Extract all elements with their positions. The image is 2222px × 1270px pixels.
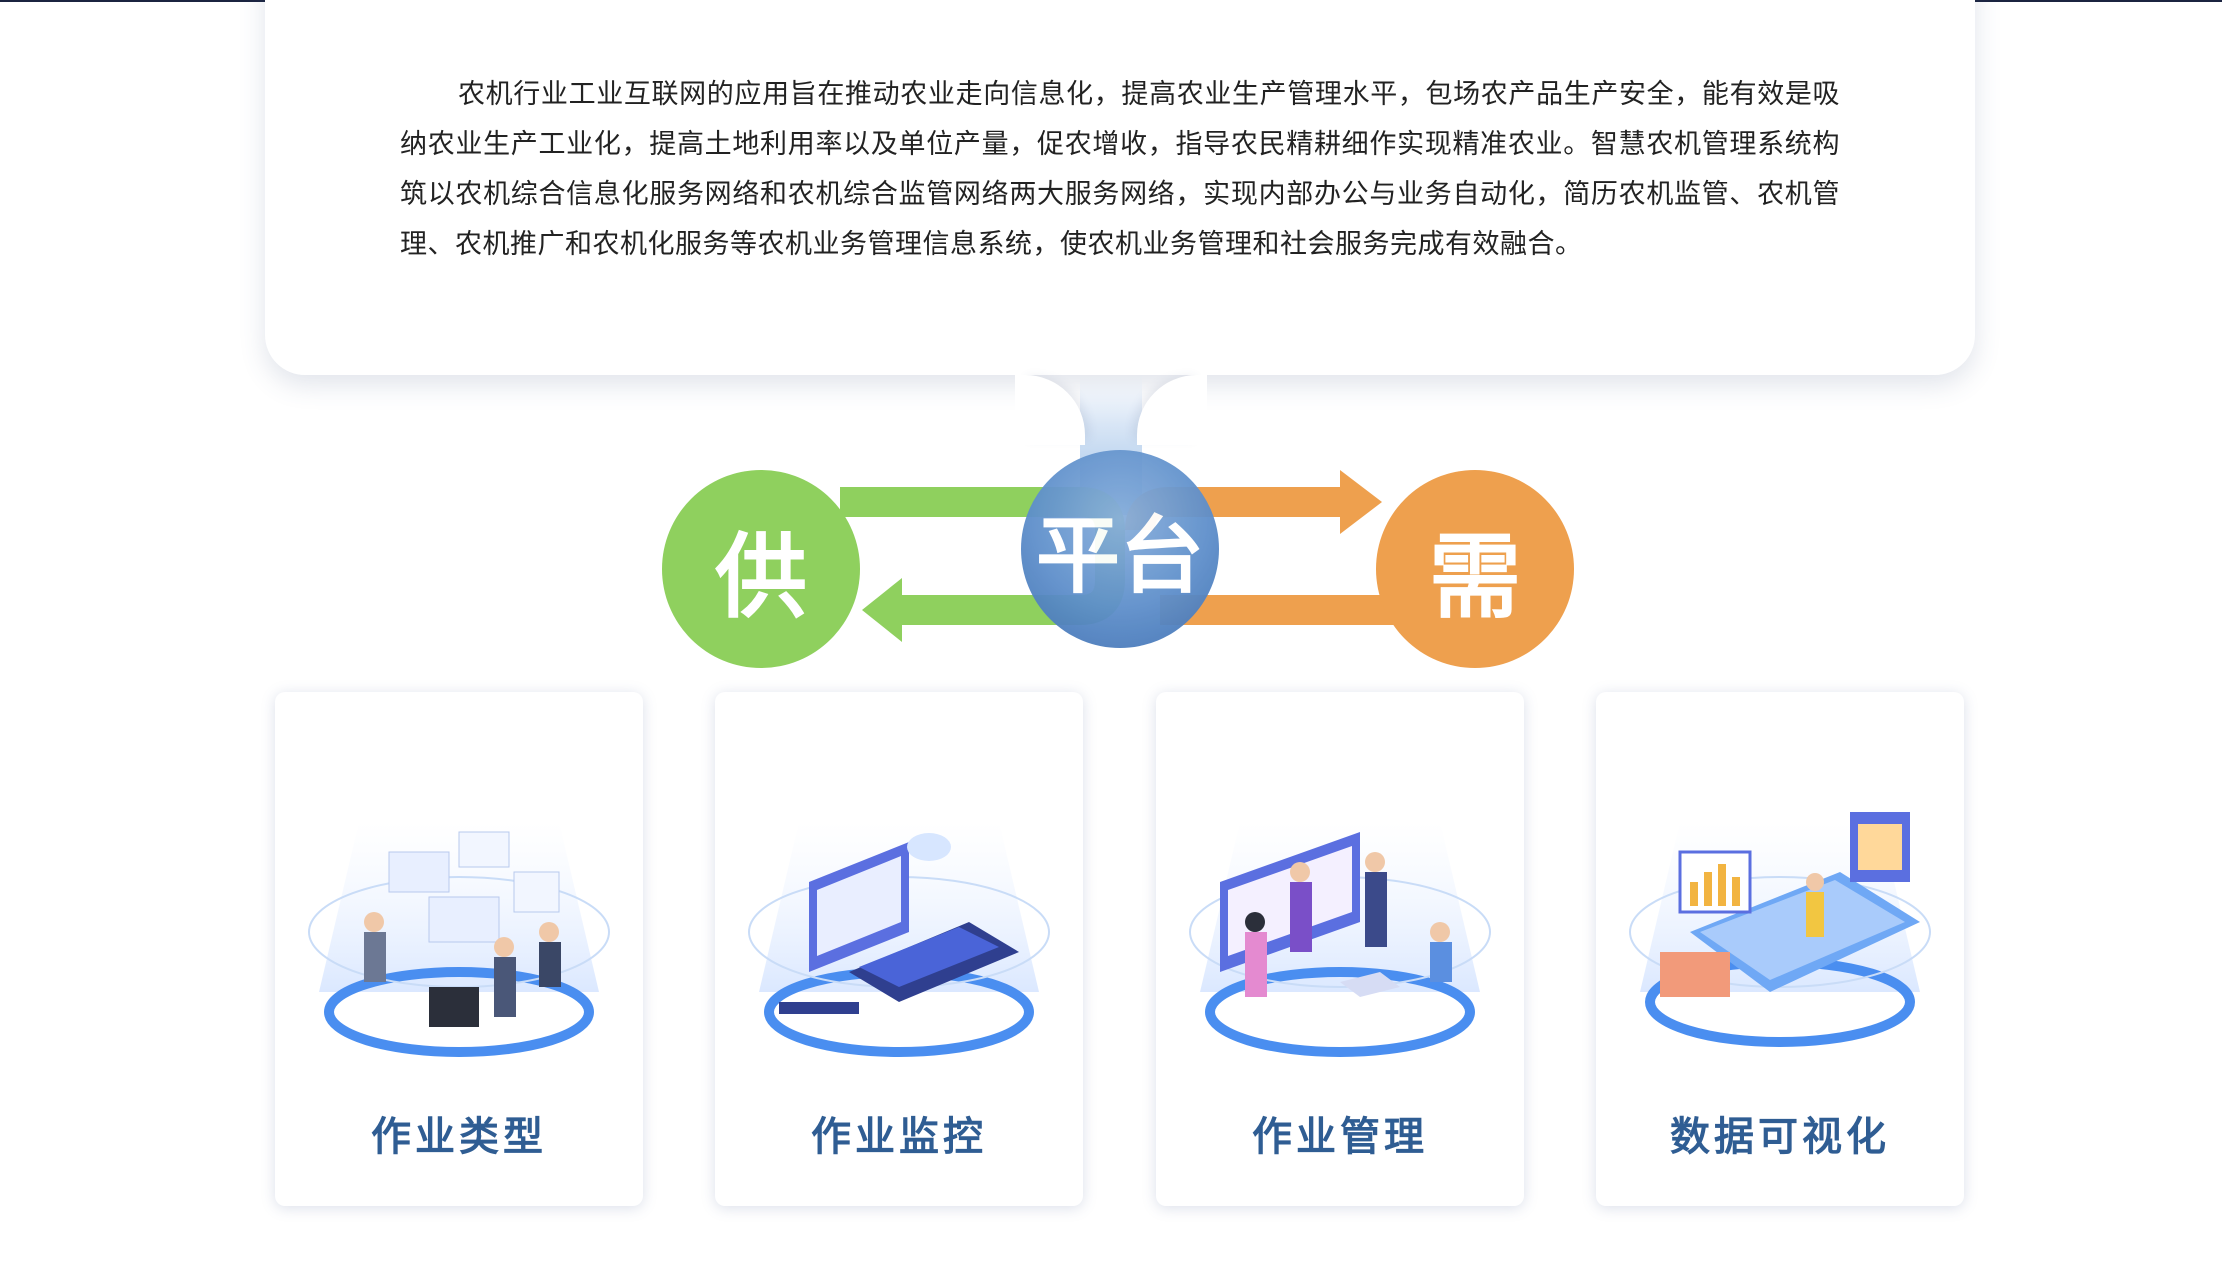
connector-curve-left xyxy=(1015,375,1085,445)
management-screen-illustration-icon xyxy=(1189,822,1491,1057)
feature-label: 数据可视化 xyxy=(1670,1114,1890,1160)
supply-circle: 供 xyxy=(662,470,860,668)
intro-paragraph: 农机行业工业互联网的应用旨在推动农业走向信息化，提高农业生产管理水平，包场农产品… xyxy=(400,79,1840,260)
orange-arrow-head xyxy=(1340,470,1382,534)
green-arrow-head xyxy=(862,578,902,642)
data-visualization-illustration-icon xyxy=(1629,812,1931,1047)
team-dashboard-illustration-icon xyxy=(308,822,610,1057)
feature-card-job-management[interactable]: 作业管理 xyxy=(1156,692,1524,1206)
intro-card xyxy=(265,0,1975,375)
feature-label: 作业管理 xyxy=(1252,1114,1428,1160)
connector-curve-right xyxy=(1137,375,1207,445)
feature-label: 作业类型 xyxy=(371,1114,547,1160)
feature-card-data-visualization[interactable]: 数据可视化 xyxy=(1596,692,1964,1206)
feature-card-job-monitoring[interactable]: 作业监控 xyxy=(715,692,1083,1206)
feature-card-job-types[interactable]: 作业类型 xyxy=(275,692,643,1206)
platform-circle: 平台 xyxy=(1021,450,1219,648)
demand-circle: 需 xyxy=(1376,470,1574,668)
feature-label: 作业监控 xyxy=(811,1114,987,1160)
data-server-illustration-icon xyxy=(748,822,1050,1057)
